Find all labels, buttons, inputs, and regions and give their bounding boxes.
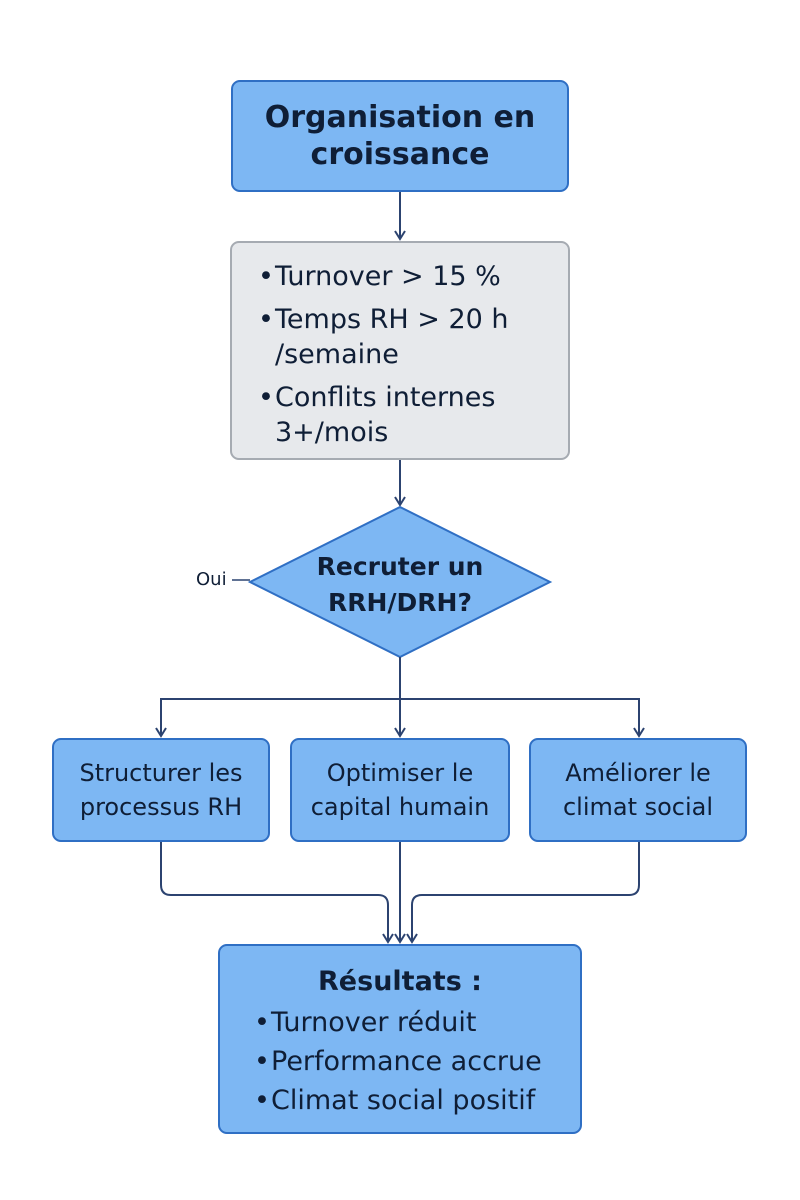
criteria-item: Conflits internes 3+/mois	[258, 380, 548, 450]
criteria-box: Turnover > 15 % Temps RH > 20 h /semaine…	[230, 241, 570, 460]
action-box-text: Optimiser le capital humain	[310, 759, 490, 821]
criteria-list: Turnover > 15 % Temps RH > 20 h /semaine…	[258, 259, 548, 450]
arrow-action-3-to-result	[406, 842, 640, 944]
criteria-item: Temps RH > 20 h /semaine	[258, 302, 548, 372]
start-box: Organisation en croissance	[231, 80, 569, 192]
decision-label: Recruter un RRH/DRH?	[316, 552, 484, 617]
result-title: Résultats :	[318, 966, 482, 997]
result-box: Résultats : Turnover réduit Performance …	[218, 944, 582, 1134]
start-box-text: Organisation en croissance	[264, 100, 536, 172]
result-item: Climat social positif	[254, 1081, 560, 1120]
action-box-structure: Structurer les processus RH	[52, 738, 270, 842]
result-item: Performance accrue	[254, 1042, 560, 1081]
arrow-action-1-to-result	[160, 842, 394, 944]
criteria-item: Turnover > 15 %	[258, 259, 548, 294]
result-list: Turnover réduit Performance accrue Clima…	[254, 1003, 560, 1120]
yes-branch-label: Oui	[196, 569, 227, 590]
action-box-text: Améliorer le climat social	[562, 759, 714, 821]
result-item: Turnover réduit	[254, 1003, 560, 1042]
action-box-optimize: Optimiser le capital humain	[290, 738, 510, 842]
action-box-text: Structurer les processus RH	[79, 759, 243, 821]
action-box-climate: Améliorer le climat social	[529, 738, 747, 842]
